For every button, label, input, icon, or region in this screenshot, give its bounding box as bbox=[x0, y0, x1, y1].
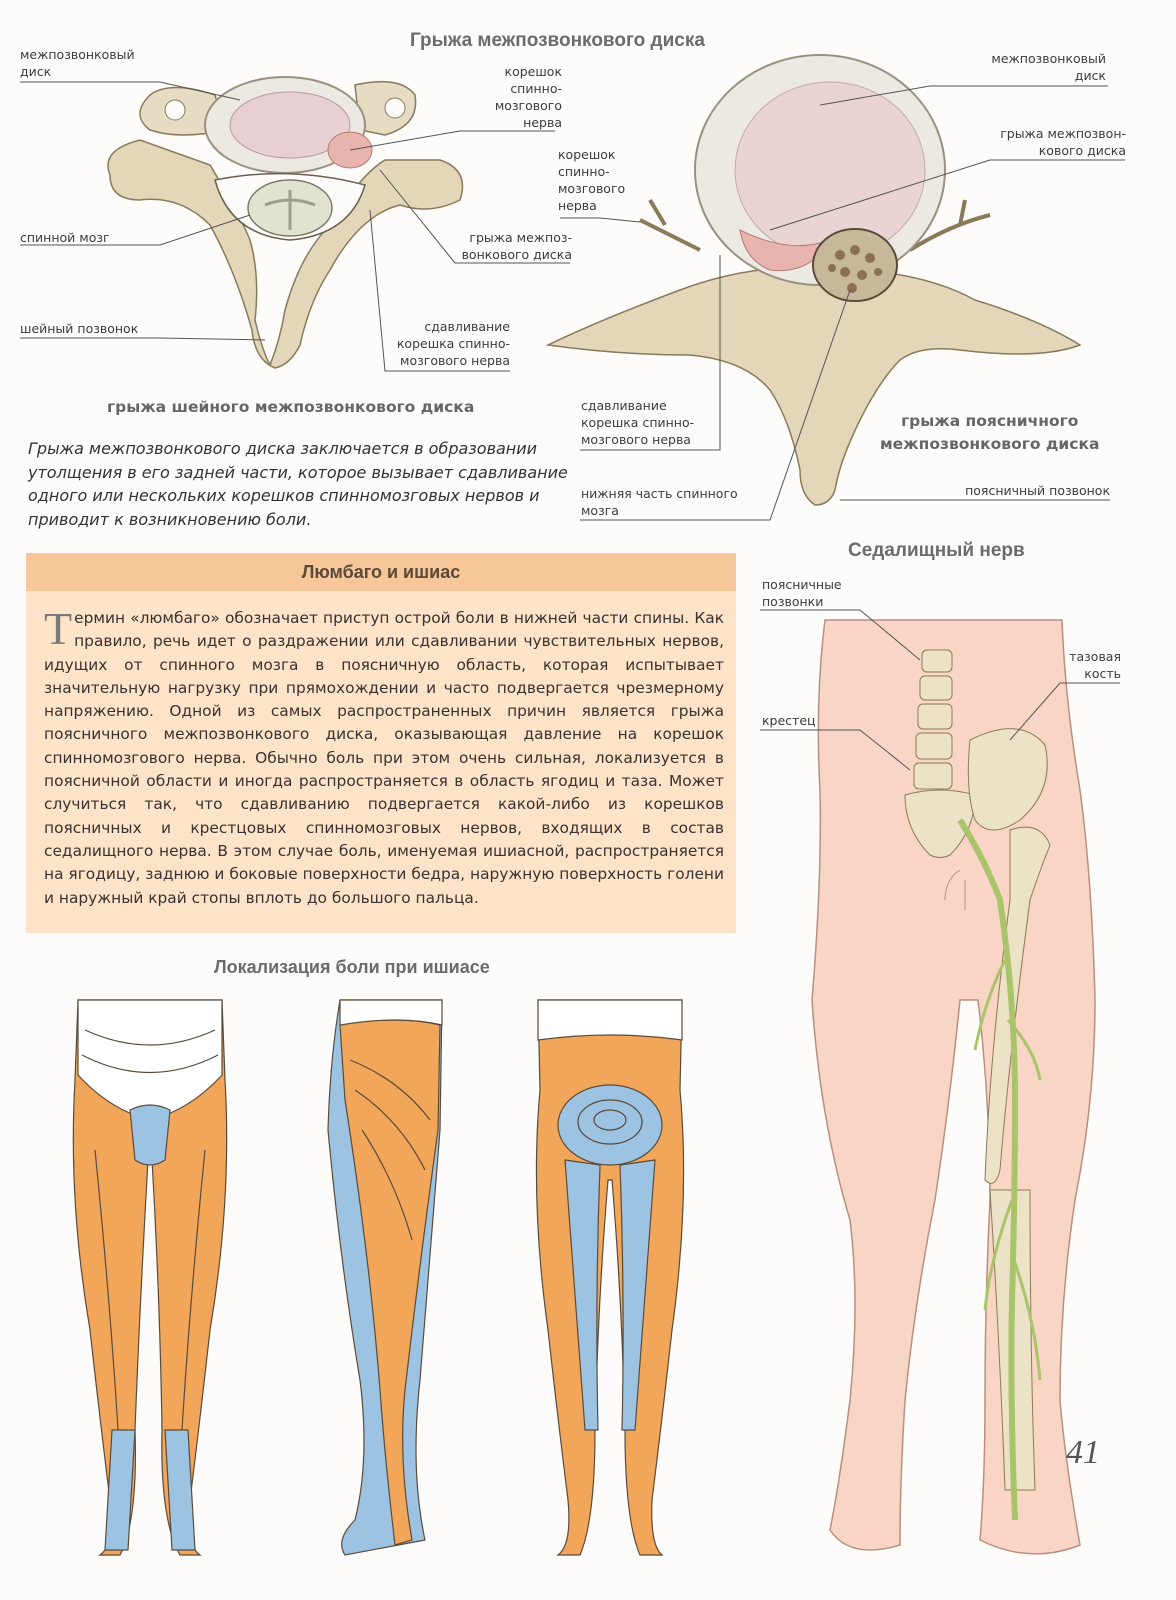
pain-map-side bbox=[327, 999, 443, 1556]
page-number: 41 bbox=[1066, 1434, 1100, 1471]
lumbago-box-text: ермин «люмбаго» обозначает приступ остро… bbox=[44, 609, 724, 907]
cervical-label-root: корешок спинно- мозгового нерва bbox=[494, 64, 562, 130]
cervical-label-spinal-cord: спинной мозг bbox=[20, 230, 110, 245]
cervical-label-compression: сдавливание корешка спинно- мозгового не… bbox=[396, 319, 510, 368]
pain-map-title: Локализация боли при ишиасе bbox=[214, 957, 490, 977]
lumbar-label-root: корешок спинно- мозгового нерва bbox=[558, 147, 626, 213]
sciatic-label-lumbar-vertebrae: поясничные позвонки bbox=[762, 577, 842, 609]
cervical-caption: грыжа шейного межпозвонкового диска bbox=[107, 398, 475, 416]
pain-map-back bbox=[535, 999, 685, 1556]
pain-map-front bbox=[72, 999, 228, 1556]
intro-paragraph: Грыжа межпозвонкового диска заключается … bbox=[28, 439, 568, 529]
lumbago-box-title: Люмбаго и ишиас bbox=[26, 553, 736, 591]
lumbar-label-disc: межпозвонковый диск bbox=[991, 51, 1106, 83]
cervical-label-vertebra: шейный позвонок bbox=[20, 321, 139, 336]
cervical-label-hernia: грыжа межпоз- вонкового диска bbox=[461, 230, 572, 262]
cervical-label-disc: межпозвонковый диск bbox=[20, 47, 135, 79]
lumbar-label-compression: сдавливание корешка спинно- мозгового не… bbox=[581, 398, 695, 447]
lumbar-caption: грыжа поясничного межпозвонкового диска bbox=[880, 412, 1100, 453]
lumbar-label-vertebra: поясничный позвонок bbox=[965, 483, 1110, 498]
page-title: Грыжа межпозвонкового диска bbox=[410, 30, 705, 51]
dropcap: Т bbox=[44, 603, 73, 654]
lumbar-label-lower-cord: нижняя часть спинного мозга bbox=[581, 486, 738, 518]
sciatic-label-sacrum: крестец bbox=[762, 713, 816, 728]
lumbar-label-hernia: грыжа межпозвон- кового диска bbox=[1000, 126, 1126, 158]
sciatic-title: Седалищный нерв bbox=[848, 540, 1025, 561]
sciatic-label-pelvic-bone: тазовая кость bbox=[1069, 649, 1121, 681]
